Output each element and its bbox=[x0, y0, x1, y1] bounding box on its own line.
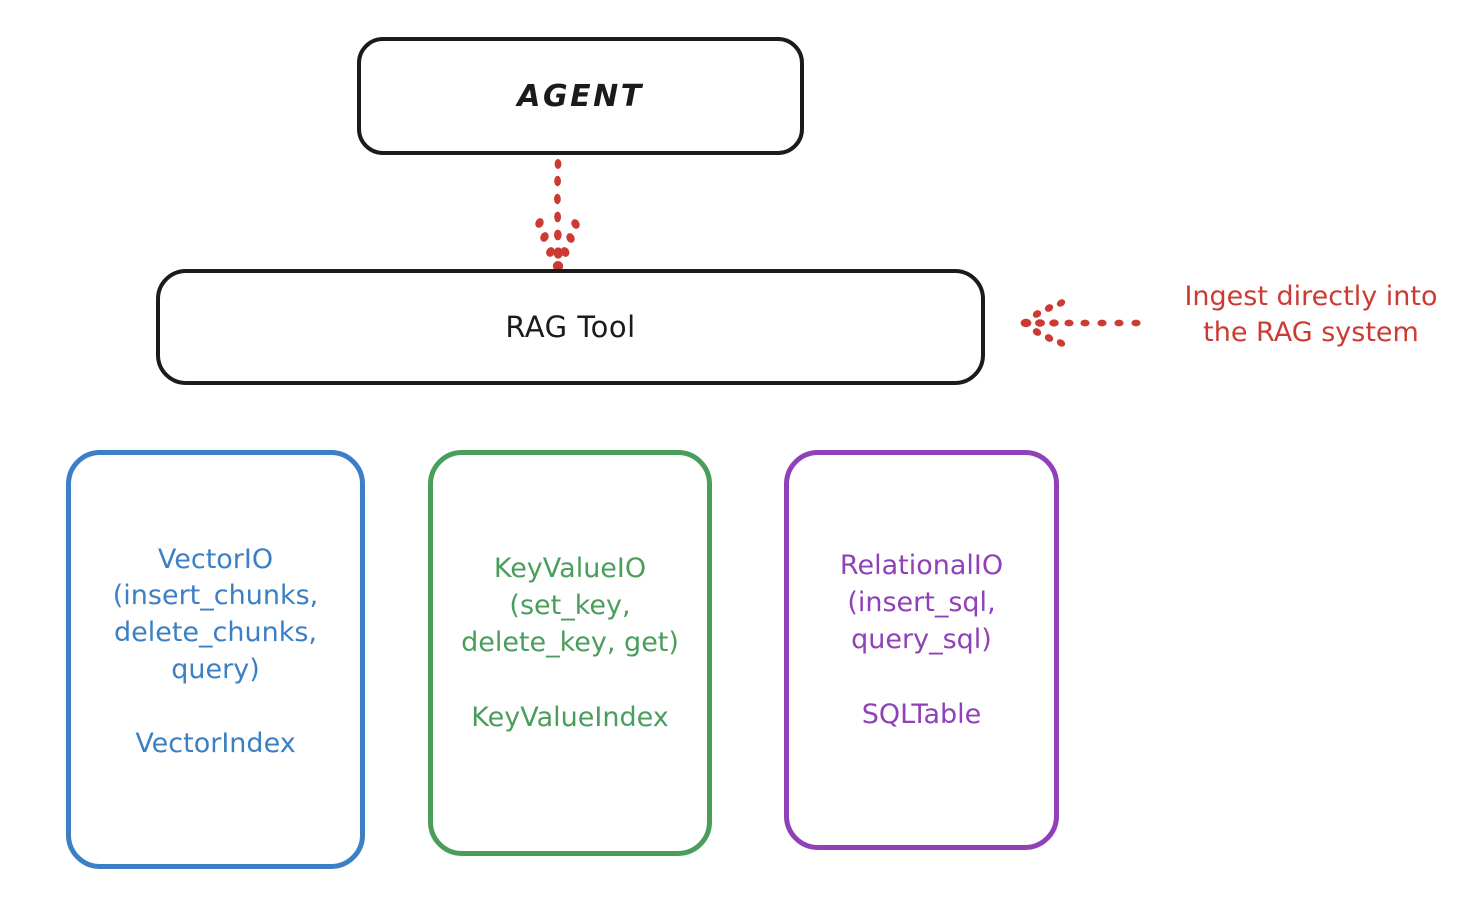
vector-io-title: VectorIO (insert_chunks, delete_chunks, … bbox=[112, 543, 319, 685]
vector-io-content: VectorIO (insert_chunks, delete_chunks, … bbox=[85, 542, 346, 760]
rag-tool-node-label: RAG Tool bbox=[505, 310, 636, 344]
relational-io-subtitle: SQLTable bbox=[861, 698, 982, 730]
key-value-io-content: KeyValueIO (set_key, delete_key, get) Ke… bbox=[447, 551, 693, 732]
relational-io-node[interactable]: RelationalIO (insert_sql, query_sql) SQL… bbox=[784, 450, 1059, 850]
rag-tool-node[interactable]: RAG Tool bbox=[156, 269, 985, 385]
relational-io-content: RelationalIO (insert_sql, query_sql) SQL… bbox=[803, 548, 1040, 729]
relational-io-title: RelationalIO (insert_sql, query_sql) bbox=[839, 550, 1004, 655]
vector-io-subtitle: VectorIndex bbox=[135, 728, 296, 760]
agent-node[interactable]: AGENT bbox=[357, 37, 804, 155]
key-value-io-title: KeyValueIO (set_key, delete_key, get) bbox=[461, 553, 679, 658]
ingest-arrow-icon bbox=[1020, 299, 1141, 347]
vector-io-node[interactable]: VectorIO (insert_chunks, delete_chunks, … bbox=[66, 450, 365, 869]
key-value-io-subtitle: KeyValueIndex bbox=[471, 701, 669, 733]
agent-node-label: AGENT bbox=[517, 78, 644, 114]
ingest-annotation-text: Ingest directly into the RAG system bbox=[1184, 281, 1438, 348]
key-value-io-node[interactable]: KeyValueIO (set_key, delete_key, get) Ke… bbox=[428, 450, 712, 856]
agent-to-rag-tool-arrow-icon bbox=[535, 159, 580, 270]
